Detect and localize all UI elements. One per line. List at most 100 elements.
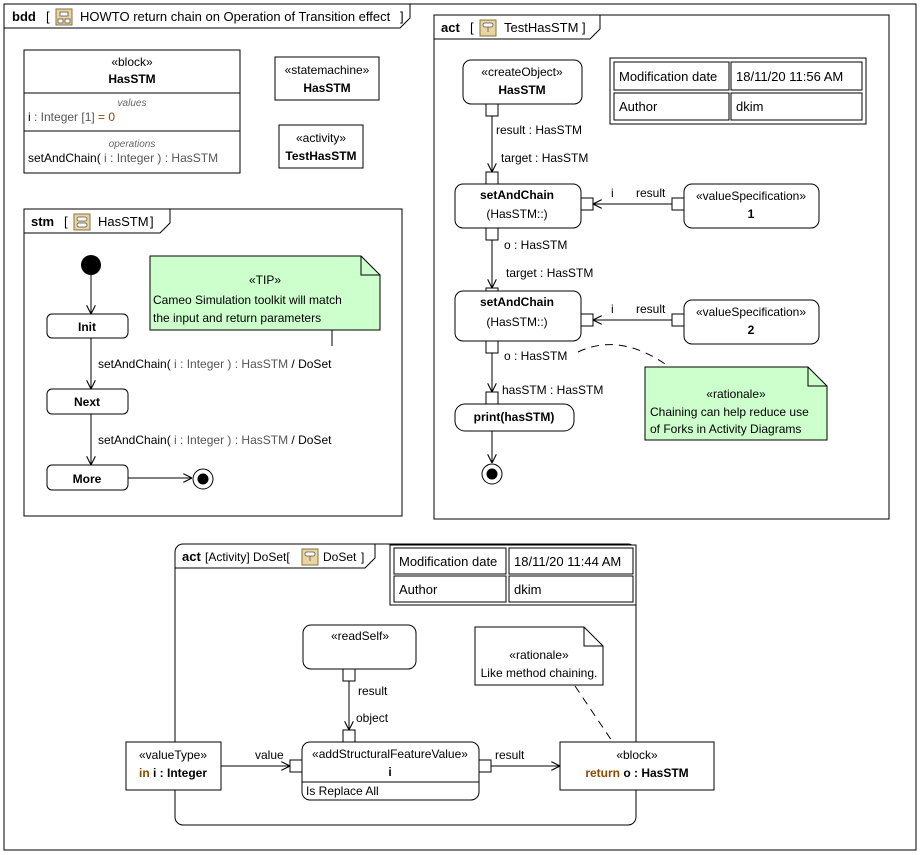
rationale-test-line1: Chaining can help reduce use — [650, 405, 809, 419]
state-init[interactable]: Init — [46, 313, 129, 339]
add-value-pin[interactable] — [289, 759, 303, 773]
create-object-action[interactable]: «createObject» HasSTM — [462, 59, 583, 105]
act-doset-mod-value: 18/11/20 11:44 AM — [514, 554, 621, 569]
read-self-result-pin[interactable] — [342, 668, 356, 682]
create-result-pin-label: result : HasSTM — [496, 123, 582, 137]
tip-note[interactable]: «TIP» Cameo Simulation toolkit will matc… — [149, 255, 381, 331]
add-feature-name: i — [388, 765, 391, 779]
value-spec-2[interactable]: «valueSpecification» 2 — [683, 299, 820, 345]
activity-testhasstm[interactable]: «activity» TestHasSTM — [278, 124, 364, 169]
add-result-pin[interactable] — [478, 759, 492, 773]
print-pin-label: hasSTM : HasSTM — [502, 383, 603, 397]
vs2-result-pin[interactable] — [671, 313, 685, 327]
stm-initial-node[interactable] — [81, 255, 101, 275]
bdd-frame-bracket-open: [ — [46, 9, 50, 24]
act-doset-author-label: Author — [399, 582, 438, 597]
act-test-author-value: dkim — [736, 99, 763, 114]
activity-name: TestHasSTM — [285, 149, 356, 163]
act-test-final-node[interactable] — [481, 463, 503, 485]
add-object-label: object — [356, 711, 389, 725]
return-parameter-node[interactable]: «block» return o : HasSTM — [559, 741, 715, 791]
activity-stereotype: «activity» — [296, 131, 346, 145]
read-self-stereotype: «readSelf» — [331, 629, 389, 643]
rationale-note-doset[interactable]: «rationale» Like method chaining. — [474, 626, 604, 686]
vs2-result-label: result — [636, 302, 666, 316]
create-object-stereotype: «createObject» — [481, 65, 563, 79]
act-test-mod-value: 18/11/20 11:56 AM — [736, 69, 843, 84]
statemachine-name: HasSTM — [303, 81, 350, 95]
block-name: HasSTM — [108, 72, 155, 86]
read-self-action[interactable]: «readSelf» — [302, 624, 417, 670]
act-doset-bracket-close: ] — [361, 550, 364, 564]
stm-frame-title: HasSTM — [98, 214, 149, 229]
state-more-label: More — [73, 472, 102, 486]
state-init-label: Init — [78, 320, 96, 334]
stm-bracket-open: [ — [64, 214, 68, 229]
call1-name: setAndChain — [480, 188, 554, 202]
rationale-doset-stereotype: «rationale» — [509, 648, 569, 662]
add-value-label: value — [255, 748, 284, 762]
block-value-attribute: i : Integer [1] = 0 — [28, 110, 115, 124]
create-result-pin[interactable] — [485, 103, 499, 117]
add-stereotype: «addStructuralFeatureValue» — [312, 747, 468, 761]
rationale-doset-anchor — [574, 685, 613, 742]
stm-bracket-close: ] — [150, 214, 154, 229]
call1-o-pin[interactable] — [485, 227, 499, 241]
print-action[interactable]: print(hasSTM) — [454, 403, 575, 432]
state-next-label: Next — [74, 395, 100, 409]
block-operations-header: operations — [109, 139, 156, 150]
vs1-result-pin[interactable] — [671, 197, 685, 211]
call1-action[interactable]: setAndChain (HasSTM::) — [454, 183, 582, 229]
add-structural-feature-action[interactable]: «addStructuralFeatureValue» i Is Replace… — [301, 741, 480, 801]
stm-transition2-label: setAndChain( i : Integer ) : HasSTM / Do… — [98, 433, 332, 447]
call2-i-pin[interactable] — [580, 313, 594, 327]
value-spec-1[interactable]: «valueSpecification» 1 — [683, 183, 820, 229]
act-test-diagram-icon — [479, 19, 497, 37]
bdd-frame-kind: bdd — [12, 9, 36, 24]
act-test-info-table: Modification date 18/11/20 11:56 AM Auth… — [609, 57, 867, 125]
vs1-stereotype: «valueSpecification» — [696, 189, 806, 203]
act-test-frame-title: TestHasSTM — [504, 20, 578, 35]
block-values-header: values — [118, 98, 147, 109]
return-param-stereotype: «block» — [616, 748, 658, 762]
call1-owner: (HasSTM::) — [486, 207, 547, 221]
add-object-pin[interactable] — [342, 729, 356, 743]
call1-o-pin-label: o : HasSTM — [504, 238, 567, 252]
call2-o-pin[interactable] — [485, 340, 499, 354]
act-test-mod-label: Modification date — [619, 69, 717, 84]
print-input-pin[interactable] — [485, 391, 499, 405]
act-doset-diagram-icon — [301, 548, 319, 566]
add-result-label: result — [495, 748, 525, 762]
block-operation: setAndChain( i : Integer ) : HasSTM — [28, 151, 218, 165]
state-more[interactable]: More — [46, 464, 129, 491]
rationale-note-test[interactable]: «rationale» Chaining can help reduce use… — [644, 366, 828, 441]
act-doset-frame-title: DoSet — [323, 550, 357, 564]
call1-target-pin-label: target : HasSTM — [501, 151, 588, 165]
state-next[interactable]: Next — [46, 388, 129, 415]
bdd-frame-bracket-close: ] — [400, 9, 404, 24]
statemachine-hasstm[interactable]: «statemachine» HasSTM — [274, 56, 380, 101]
act-doset-frame[interactable]: act [Activity] DoSet[ DoSet ] — [174, 543, 637, 826]
act-doset-author-value: dkim — [514, 582, 541, 597]
statemachine-stereotype: «statemachine» — [285, 63, 370, 77]
act-doset-mod-label: Modification date — [399, 554, 497, 569]
call1-target-pin[interactable] — [485, 171, 499, 185]
call2-o-pin-label: o : HasSTM — [504, 349, 567, 363]
vs2-stereotype: «valueSpecification» — [696, 305, 806, 319]
call2-name: setAndChain — [480, 295, 554, 309]
bdd-frame[interactable]: bdd [ HOWTO return chain on Operation of… — [3, 3, 917, 851]
in-param-label: in i : Integer — [139, 766, 207, 780]
call2-action[interactable]: setAndChain (HasSTM::) — [454, 290, 582, 342]
stm-final-node[interactable] — [192, 468, 214, 490]
in-parameter-node[interactable]: «valueType» in i : Integer — [125, 741, 222, 791]
bdd-frame-title: HOWTO return chain on Operation of Trans… — [80, 9, 391, 24]
tip-note-line1: Cameo Simulation toolkit will match — [153, 293, 342, 307]
act-doset-frame-prefix: [Activity] DoSet[ — [205, 550, 290, 564]
block-hasstm[interactable]: «block» HasSTM values i : Integer [1] = … — [23, 49, 241, 174]
call2-target-pin-label: target : HasSTM — [506, 266, 593, 280]
create-object-name: HasSTM — [498, 83, 545, 97]
vs1-value: 1 — [748, 207, 755, 221]
call1-i-pin[interactable] — [580, 197, 594, 211]
vs2-value: 2 — [748, 323, 755, 337]
